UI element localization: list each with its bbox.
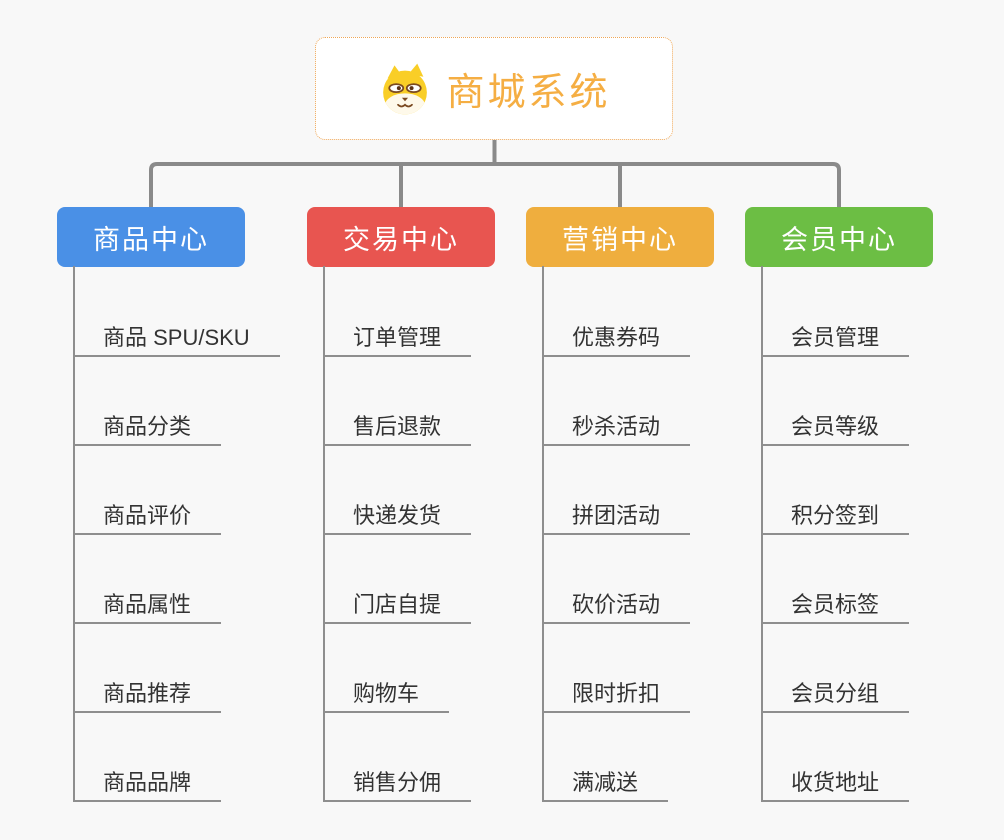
child-label: 会员标签 bbox=[791, 591, 880, 617]
child-node[interactable]: 商品属性 bbox=[73, 582, 222, 624]
child-node[interactable]: 拼团活动 bbox=[542, 493, 691, 535]
child-label: 销售分佣 bbox=[353, 769, 442, 795]
child-label: 售后退款 bbox=[353, 413, 442, 439]
child-node[interactable]: 会员分组 bbox=[761, 671, 910, 713]
branch-label: 商品中心 bbox=[93, 224, 209, 255]
child-label: 拼团活动 bbox=[572, 502, 661, 528]
branch-label: 营销中心 bbox=[562, 224, 678, 255]
child-node[interactable]: 购物车 bbox=[323, 671, 450, 713]
child-node[interactable]: 销售分佣 bbox=[323, 760, 472, 802]
branch-node-3[interactable]: 会员中心 bbox=[745, 207, 933, 267]
child-label: 限时折扣 bbox=[572, 680, 661, 706]
child-label: 商品品牌 bbox=[103, 769, 192, 795]
child-label: 商品 SPU/SKU bbox=[103, 324, 250, 350]
child-label: 优惠券码 bbox=[572, 324, 661, 350]
child-label: 会员等级 bbox=[791, 413, 880, 439]
child-node[interactable]: 会员等级 bbox=[761, 404, 910, 446]
child-label: 商品分类 bbox=[103, 413, 192, 439]
branch-label: 交易中心 bbox=[343, 224, 459, 255]
child-label: 门店自提 bbox=[353, 591, 442, 617]
child-node[interactable]: 积分签到 bbox=[761, 493, 910, 535]
child-node[interactable]: 门店自提 bbox=[323, 582, 472, 624]
child-label: 秒杀活动 bbox=[572, 413, 661, 439]
branch-node-2[interactable]: 营销中心 bbox=[526, 207, 714, 267]
child-node[interactable]: 会员管理 bbox=[761, 315, 910, 357]
child-label: 会员管理 bbox=[791, 324, 880, 350]
child-label: 砍价活动 bbox=[572, 591, 661, 617]
branch-node-1[interactable]: 交易中心 bbox=[307, 207, 495, 267]
child-node[interactable]: 收货地址 bbox=[761, 760, 910, 802]
child-node[interactable]: 商品推荐 bbox=[73, 671, 222, 713]
child-label: 积分签到 bbox=[791, 502, 880, 528]
child-node[interactable]: 限时折扣 bbox=[542, 671, 691, 713]
child-label: 商品属性 bbox=[103, 591, 192, 617]
child-label: 收货地址 bbox=[791, 769, 880, 795]
child-label: 订单管理 bbox=[353, 324, 442, 350]
child-label: 快递发货 bbox=[353, 502, 442, 528]
child-node[interactable]: 商品分类 bbox=[73, 404, 222, 446]
child-node[interactable]: 商品品牌 bbox=[73, 760, 222, 802]
child-node[interactable]: 商品评价 bbox=[73, 493, 222, 535]
child-node[interactable]: 满减送 bbox=[542, 760, 669, 802]
branch-label: 会员中心 bbox=[781, 224, 897, 255]
child-node[interactable]: 售后退款 bbox=[323, 404, 472, 446]
child-node[interactable]: 商品 SPU/SKU bbox=[73, 315, 280, 357]
child-label: 商品评价 bbox=[103, 502, 192, 528]
child-node[interactable]: 快递发货 bbox=[323, 493, 472, 535]
root-title: 商城系统 bbox=[446, 72, 611, 114]
child-label: 购物车 bbox=[353, 680, 420, 706]
child-node[interactable]: 砍价活动 bbox=[542, 582, 691, 624]
child-label: 满减送 bbox=[572, 769, 639, 795]
child-node[interactable]: 优惠券码 bbox=[542, 315, 691, 357]
root-node[interactable]: 商城系统 bbox=[315, 37, 673, 140]
child-label: 会员分组 bbox=[791, 680, 880, 706]
dog-face-icon bbox=[383, 63, 428, 114]
child-node[interactable]: 会员标签 bbox=[761, 582, 910, 624]
child-node[interactable]: 秒杀活动 bbox=[542, 404, 691, 446]
child-label: 商品推荐 bbox=[103, 680, 192, 706]
child-node[interactable]: 订单管理 bbox=[323, 315, 472, 357]
branch-node-0[interactable]: 商品中心 bbox=[57, 207, 245, 267]
